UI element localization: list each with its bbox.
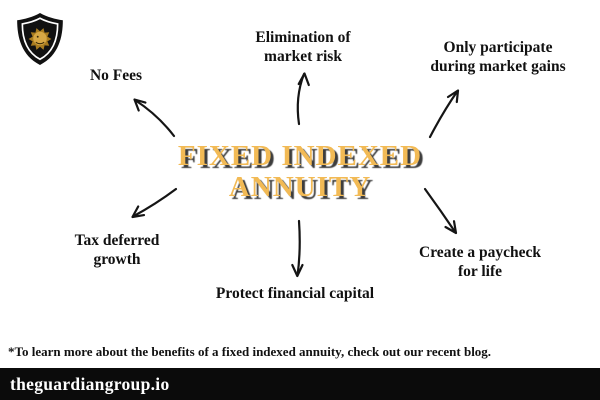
shield-lion-icon [17,13,63,65]
arrow-to-participate-market-gains [428,89,460,139]
diagram-title-line1: FIXED INDEXED [177,140,423,172]
website-url: theguardiangroup.io [10,373,170,394]
diagram-title: FIXED INDEXED ANNUITY [0,141,600,203]
arrow-to-elimination-market-risk [296,72,310,126]
arrow-to-no-fees [133,98,176,138]
website-bar: theguardiangroup.io [0,368,600,400]
benefit-label-elimination-market-risk: Elimination of market risk [255,29,351,65]
benefit-label-no-fees: No Fees [89,67,143,84]
benefit-label-protect-financial-capital: Protect financial capital [215,285,375,302]
diagram-title-line2: ANNUITY [228,171,372,203]
arrow-to-tax-deferred-growth [131,187,178,219]
benefit-label-participate-market-gains: Only participate during market gains [430,39,566,75]
arrow-to-paycheck-for-life [423,187,458,235]
arrow-to-protect-financial-capital [291,219,304,278]
benefit-label-tax-deferred-growth: Tax deferred growth [74,232,160,268]
benefit-label-paycheck-for-life: Create a paycheck for life [419,244,541,280]
footnote-text: *To learn more about the benefits of a f… [8,344,492,359]
